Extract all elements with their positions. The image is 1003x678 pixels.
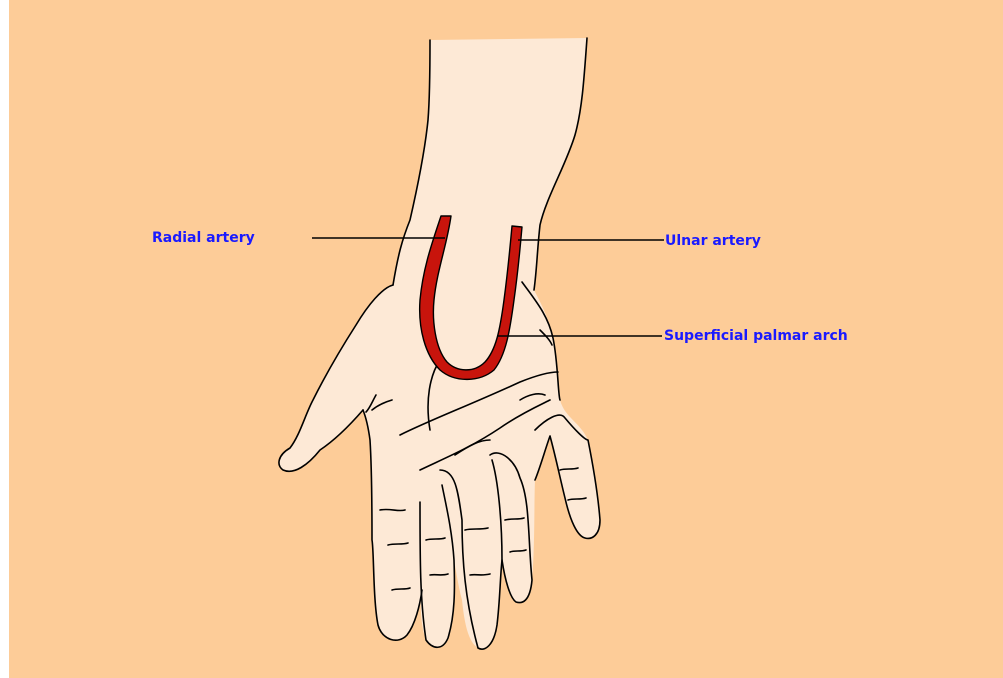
radial-artery-label: Radial artery [152, 230, 255, 246]
superficial-palmar-arch-label: Superficial palmar arch [664, 328, 848, 344]
ulnar-artery-label: Ulnar artery [665, 233, 761, 249]
